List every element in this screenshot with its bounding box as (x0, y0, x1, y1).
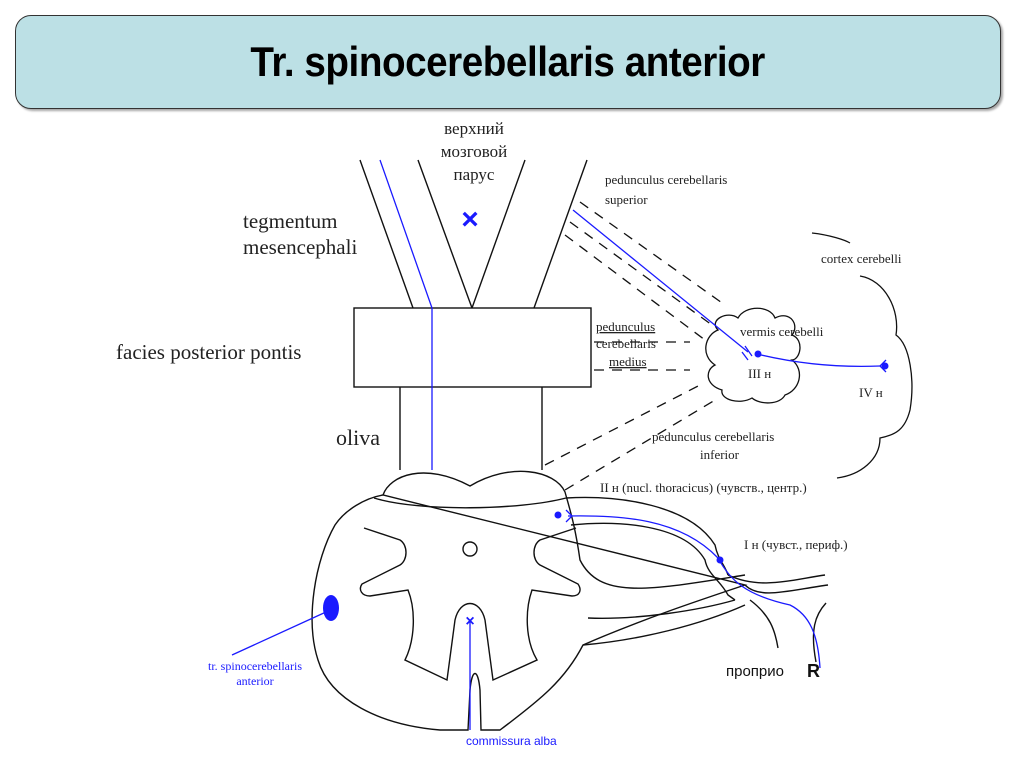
commissure-crossing-icon: × (465, 613, 474, 630)
label-oliva: oliva (336, 425, 380, 450)
vermis-outline (705, 307, 801, 404)
central-canal (462, 541, 478, 557)
label-neuron-2: II н (nucl. thoracicus) (чувств., центр.… (600, 480, 807, 495)
label-tract-2: anterior (236, 674, 273, 688)
tract-location-marker (323, 595, 339, 621)
label-neuron-1: I н (чувст., периф.) (744, 537, 848, 552)
cortex-outline (811, 232, 913, 479)
label-ped-inf-1: pedunculus cerebellaris (652, 429, 774, 444)
label-ped-sup-1: pedunculus cerebellaris (605, 172, 727, 187)
label-receptor: R (807, 661, 820, 681)
label-velum-3: парус (454, 165, 495, 184)
label-vermis: vermis cerebelli (740, 324, 824, 339)
label-ped-med-2: cerebellaris (596, 336, 656, 351)
label-velum-2: мозговой (441, 142, 508, 161)
label-ped-inf-2: inferior (700, 447, 740, 462)
label-facies: facies posterior pontis (116, 340, 301, 364)
peduncle-dashes (544, 201, 726, 491)
neuron-4-body (881, 362, 889, 370)
midbrain-outline (359, 159, 588, 309)
neuron-1-body (716, 556, 724, 564)
anterior-spinocerebellar-tract (231, 159, 887, 730)
medulla-outline (399, 387, 543, 470)
label-commissura: commissura alba (466, 734, 557, 748)
label-neuron-3: III н (748, 366, 771, 381)
label-neuron-4: IV н (859, 385, 883, 400)
nerve-roots (565, 496, 829, 663)
neuron-2-body (554, 511, 562, 519)
label-ped-med-3: medius (609, 354, 647, 369)
label-velum-1: верхний (444, 119, 504, 138)
slide-title: Tr. spinocerebellaris anterior (250, 38, 766, 85)
label-tegmentum-2: mesencephali (243, 235, 357, 259)
neuron-3-body (754, 350, 762, 358)
dorsal-column-border (373, 497, 567, 509)
grey-matter (359, 527, 581, 682)
label-tract-1: tr. spinocerebellaris (208, 659, 302, 673)
label-ped-sup-2: superior (605, 192, 648, 207)
label-ped-med-1: pedunculus (596, 319, 655, 334)
label-cortex: cortex cerebelli (821, 251, 902, 266)
label-proprio: проприо (726, 663, 784, 680)
title-banner: Tr. spinocerebellaris anterior (15, 15, 1001, 109)
velum-crossing-icon: × (461, 203, 479, 236)
label-tegmentum-1: tegmentum (243, 209, 337, 233)
pons-box (353, 307, 592, 388)
